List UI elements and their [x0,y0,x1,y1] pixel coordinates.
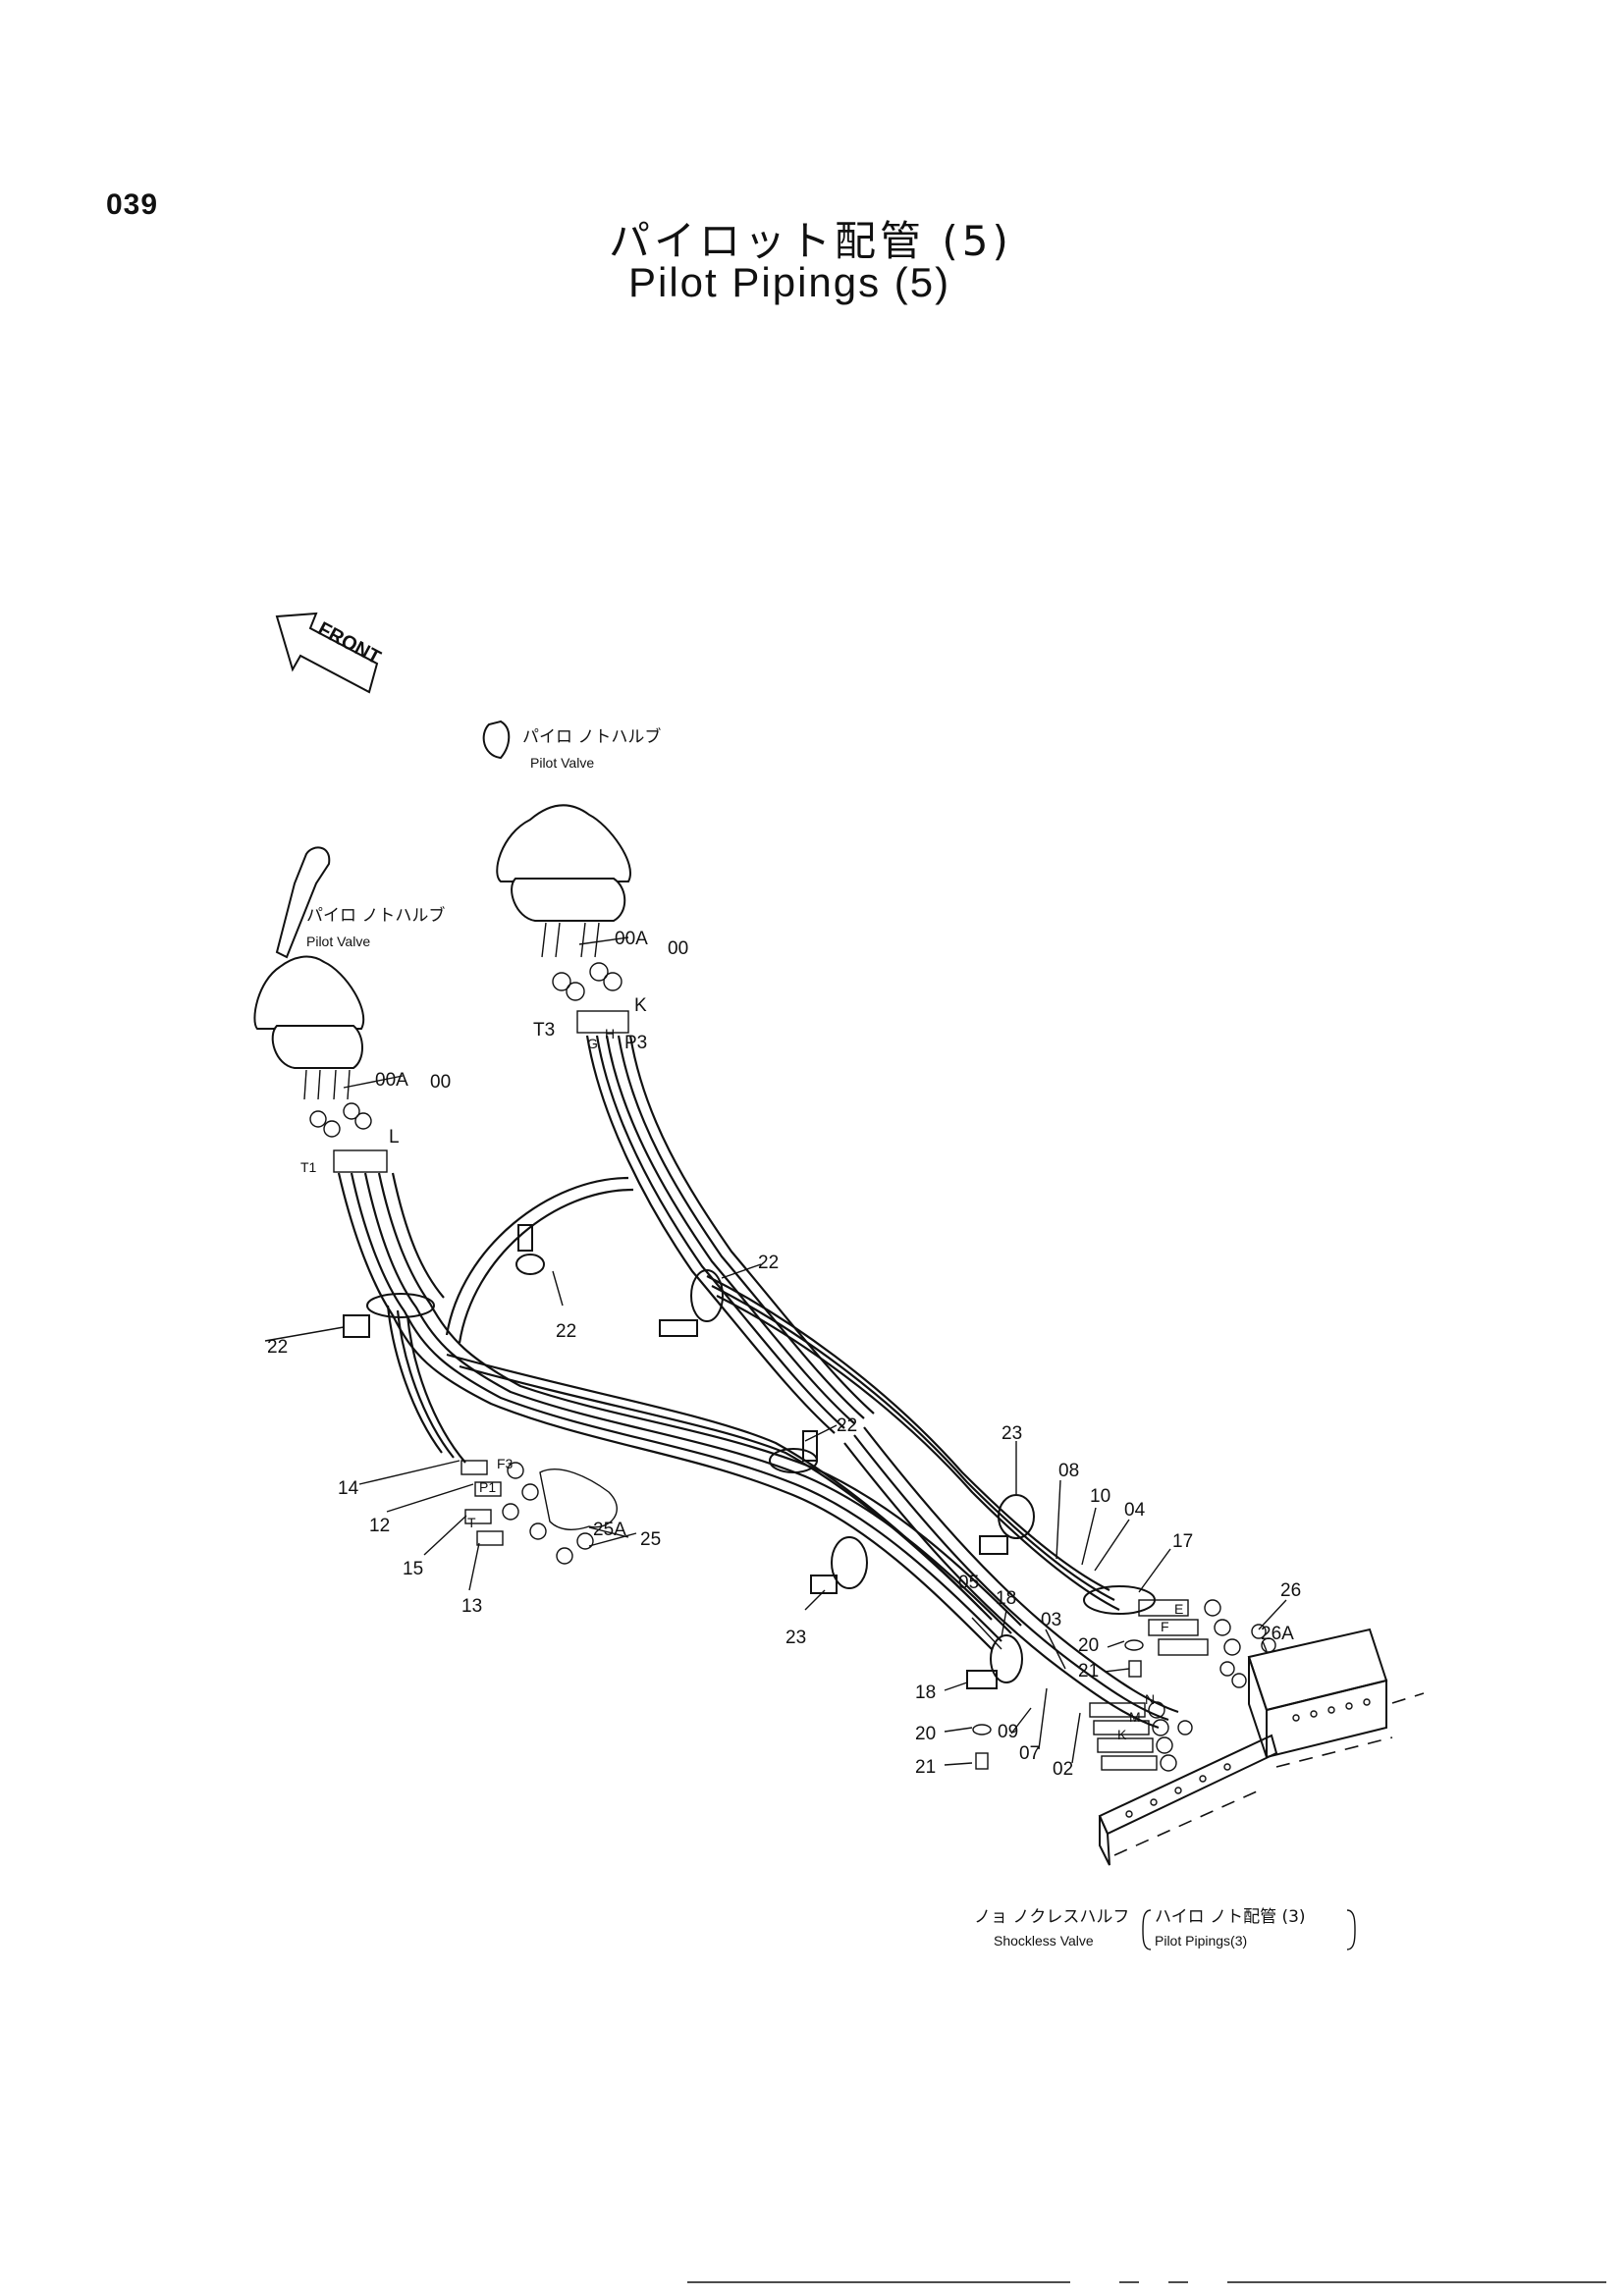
callout-09: 09 [998,1722,1018,1742]
callout-23-lower: 23 [785,1628,806,1648]
callout-12: 12 [369,1516,390,1536]
front-arrow: FRONT [275,612,384,694]
pilot-valve-right: パイロ ノトハルブ Pilot Valve [482,720,661,1034]
callout-02: 02 [1053,1759,1073,1780]
callout-22-left: 22 [267,1337,288,1358]
callout-T1: T1 [300,1159,317,1175]
callout-H: H [605,1026,615,1041]
callout-M: M [1129,1709,1141,1725]
callout-05: 05 [958,1573,979,1593]
clamp-23-upper [979,1494,1035,1555]
pilot-valve-left: パイロ ノトハルブ Pilot Valve [253,846,445,1173]
callout-00A-right: 00A [615,929,648,949]
front-arrow-label: FRONT [314,618,384,669]
callout-20-lower: 20 [915,1724,936,1744]
callout-K-lower: K [1117,1727,1127,1742]
callout-18-upper: 18 [996,1588,1016,1609]
callout-00A-left: 00A [375,1070,408,1091]
callout-17: 17 [1172,1531,1193,1552]
fitting-stack-right [552,962,629,1034]
ref-pilot-pipings-jp: ハイロ ノト配管 (3) [1155,1907,1306,1927]
callout-00-left: 00 [430,1072,451,1093]
callout-E: E [1174,1601,1183,1617]
clamp-22-upper [515,1224,545,1275]
callout-K-right: K [634,995,647,1016]
hose-bundle [337,1035,1179,1730]
callout-F3: F3 [497,1456,514,1471]
callout-04: 04 [1124,1500,1146,1521]
callout-07: 07 [1019,1743,1040,1764]
shockless-valve-bracket [1098,1734,1278,1866]
page-title-english: Pilot Pipings (5) [628,259,951,305]
callout-25A: 25A [593,1520,626,1540]
callout-13: 13 [461,1596,482,1617]
callout-26: 26 [1280,1580,1301,1601]
callout-labels: 00A 00 K T3 P3 00A 00 L T1 22 22 22 22 2… [267,929,1301,1780]
connectors-lower-right [1089,1701,1193,1772]
page-number: 039 [106,188,159,221]
pilot-valve-right-label-jp: パイロ ノトハルブ [522,726,661,747]
callout-20-upper: 20 [1078,1635,1099,1656]
callout-23-upper: 23 [1001,1423,1022,1444]
callout-15: 15 [403,1559,423,1579]
callout-03: 03 [1041,1610,1061,1630]
callout-21-lower: 21 [915,1757,936,1778]
callout-25: 25 [640,1529,661,1550]
clamp-18 [966,1634,1023,1689]
fitting-stack-left [309,1102,388,1173]
callout-P3: P3 [624,1033,647,1053]
clamp-22-left [343,1293,435,1338]
clamp-23-lower [810,1536,868,1594]
ref-pilot-pipings-en: Pilot Pipings(3) [1155,1933,1247,1949]
clamp-22-middle [769,1430,818,1473]
ref-shockless-valve-en: Shockless Valve [994,1933,1094,1949]
callout-26A: 26A [1261,1624,1294,1644]
callout-F: F [1161,1619,1169,1634]
pilot-valve-right-label-en: Pilot Valve [530,755,594,771]
callout-G: G [587,1036,598,1051]
callout-18-lower: 18 [915,1682,936,1703]
callout-14: 14 [338,1478,359,1499]
small-parts [972,1639,1144,1770]
callout-08: 08 [1058,1461,1079,1481]
callout-22-right: 22 [758,1253,779,1273]
clamp-22-right [659,1269,724,1337]
pilot-valve-left-label-jp: パイロ ノトハルブ [306,905,445,926]
callout-L: L [389,1127,400,1148]
callout-T3: T3 [533,1020,555,1041]
callout-N: N [1145,1691,1155,1707]
bottom-reference: ノョ ノクレスハルフ Shockless Valve ハイロ ノト配管 (3) … [974,1907,1356,1950]
leader-lines [264,936,1287,1766]
callout-21-upper: 21 [1078,1661,1099,1682]
fittings-lower-left [460,1460,618,1565]
callout-10: 10 [1090,1486,1110,1507]
callout-00-right: 00 [668,938,688,959]
callout-T: T [467,1515,476,1530]
callout-22-upper: 22 [556,1321,576,1342]
ref-shockless-valve-jp: ノョ ノクレスハルフ [974,1907,1129,1927]
callout-22-middle: 22 [837,1415,857,1436]
page-title-japanese: パイロット配管 (5) [609,217,1012,265]
pilot-valve-left-label-en: Pilot Valve [306,934,370,949]
callout-P1: P1 [479,1479,496,1495]
